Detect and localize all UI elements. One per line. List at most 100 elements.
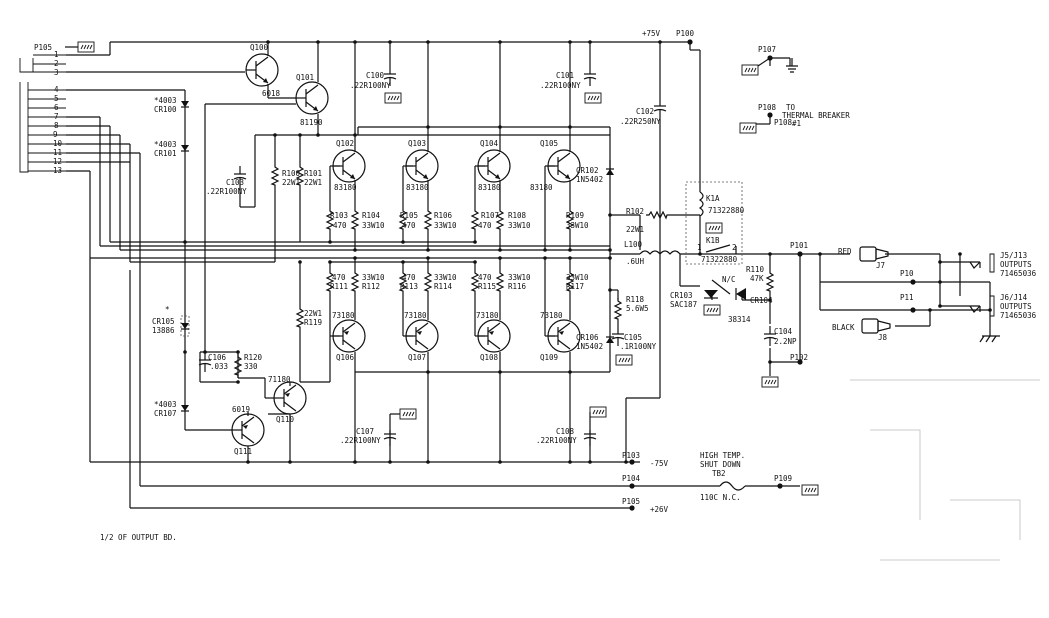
diode-ref: CR102 <box>576 166 599 175</box>
cap-value: .22R100NY <box>340 436 381 445</box>
transistor-part: 73180 <box>540 311 563 320</box>
pin-label: 1 <box>54 50 59 59</box>
cap-ref: C102 <box>636 107 654 116</box>
res-ref: R114 <box>434 282 453 291</box>
diode-type: *4003 <box>154 96 177 105</box>
transistor-part: 83180 <box>334 183 357 192</box>
resistor-r116: 33W10 R116 <box>496 269 531 295</box>
res-value: 33W10 <box>434 273 457 282</box>
res-ref: R119 <box>304 318 322 327</box>
chassis-ground <box>979 335 1000 343</box>
diode-ref: CR100 <box>154 105 177 114</box>
transistor-ref: Q106 <box>336 353 355 362</box>
inductor-ref: L100 <box>624 240 643 249</box>
resistor-r117: 33W10 R117 <box>566 269 589 295</box>
resistor-r103: R103 470 <box>326 207 348 233</box>
transistor-q108: 73180 Q108 <box>476 311 511 362</box>
res-ref: R105 <box>400 211 418 220</box>
rail-neg75-label: -75V <box>650 459 669 468</box>
pin-label: P108 <box>758 103 777 112</box>
relay-k1: K1A 71322880 K1B 1 2 71322880 N/C <box>685 181 745 316</box>
diode-cr106: CR106 1N5402 <box>576 333 615 351</box>
transistor-q104: Q104 83180 <box>477 139 511 192</box>
res-ref: R108 <box>508 211 527 220</box>
shutdown-rating: 110C N.C. <box>700 493 741 502</box>
res-value: 22W1 <box>626 225 644 234</box>
thermal-breaker: P108 TO THERMAL BREAKER P108 #1 <box>739 103 850 134</box>
transistor-q106: 73180 Q106 <box>332 311 366 362</box>
diode-part: SAC187 <box>670 300 697 309</box>
res-ref: R100 <box>282 169 301 178</box>
diode-cr100: *4003 CR100 <box>154 96 190 114</box>
res-ref: R107 <box>481 211 499 220</box>
transistor-part: 73180 <box>332 311 355 320</box>
transistor-ref: Q102 <box>336 139 354 148</box>
transistor-ref: Q111 <box>234 447 252 456</box>
shutdown-ref: TB2 <box>712 469 726 478</box>
resistor-r100: R100 22W1 <box>271 163 301 189</box>
res-ref: R103 <box>330 211 348 220</box>
cap-value: .22R100NY <box>350 81 391 90</box>
rail-pos26-pin: P105 <box>622 497 640 506</box>
pin-label: 2 <box>54 59 59 68</box>
res-value: 330 <box>244 362 258 371</box>
resistor-r101: R101 22W1 <box>296 163 322 189</box>
capacitor-c107: C107 .22R100NY <box>340 408 417 447</box>
resistor-r107: R107 470 <box>471 207 499 233</box>
res-value: 470 <box>333 221 347 230</box>
relay-pin2: 2 <box>732 243 737 252</box>
pin-label: 12 <box>53 157 62 166</box>
res-ref: R116 <box>508 282 527 291</box>
output-ref: J6/J14 <box>1000 293 1028 302</box>
cap-value: .033 <box>210 362 228 371</box>
pin-label: 11 <box>53 148 62 157</box>
faint-traces <box>850 379 1040 561</box>
output-part: 71465036 <box>1000 269 1037 278</box>
transistor-ref: Q100 <box>250 43 269 52</box>
transistor-ref: Q101 <box>296 73 314 82</box>
pin-label: 3 <box>54 68 59 77</box>
board-caption: 1/2 OF OUTPUT BD. <box>100 533 177 542</box>
nc-label: N/C <box>722 275 736 284</box>
resistor-r108: R108 33W10 <box>496 207 531 233</box>
res-value: 22W1 <box>304 309 322 318</box>
transistor-ref: Q104 <box>480 139 499 148</box>
ground-p107: P107 <box>741 45 798 76</box>
diode-cr107: *4003 CR107 <box>154 400 190 418</box>
transistor-ref: Q108 <box>480 353 499 362</box>
resistor-r109: R109 33W10 <box>566 207 589 233</box>
res-ref: R112 <box>362 282 380 291</box>
diode-ref: CR101 <box>154 149 177 158</box>
transistor-q101: Q101 81190 <box>295 73 329 127</box>
diode-part: 13886 <box>152 326 175 335</box>
transistor-q107: 73180 Q107 <box>404 311 439 362</box>
transistor-q105: Q105 83180 <box>530 139 581 192</box>
diode-cr102: CR102 1N5402 <box>576 166 615 184</box>
pin-label: 4 <box>54 85 59 94</box>
jack-ref: J8 <box>878 333 888 342</box>
jack-color: BLACK <box>832 323 855 332</box>
transistor-q103: Q103 83180 <box>405 139 439 192</box>
relay-k1a-label: K1A <box>706 194 720 203</box>
resistor-r114: 33W10 R114 <box>424 269 457 295</box>
rail-pos26-label: +26V <box>650 505 669 514</box>
jack-j7: RED J7 <box>838 246 889 270</box>
transistor-part: 6018 <box>262 89 281 98</box>
capacitor-c106: C106 .033 <box>198 351 228 373</box>
cap-value: .22R100NY <box>206 187 247 196</box>
resistor-r102: R102 22W1 <box>626 207 671 234</box>
diode-cr103: CR103 SAC187 <box>670 290 718 309</box>
relay-k1b-part: 71322880 <box>701 255 738 264</box>
cap-ref: C103 <box>226 178 244 187</box>
transistor-q110: 71180 Q110 <box>268 375 307 424</box>
relay-pin1: 1 <box>697 243 702 252</box>
resistor-r113: 470 R113 <box>399 269 418 295</box>
relay-k1b-label: K1B <box>706 236 720 245</box>
res-value: 33W10 <box>362 221 385 230</box>
output-label: OUTPUTS <box>1000 302 1032 311</box>
pin-label: P102 <box>790 353 808 362</box>
transistor-part: 71180 <box>268 375 291 384</box>
diode-cr104: CR104 38314 <box>728 288 773 324</box>
diode-ref: CR106 <box>576 333 599 342</box>
